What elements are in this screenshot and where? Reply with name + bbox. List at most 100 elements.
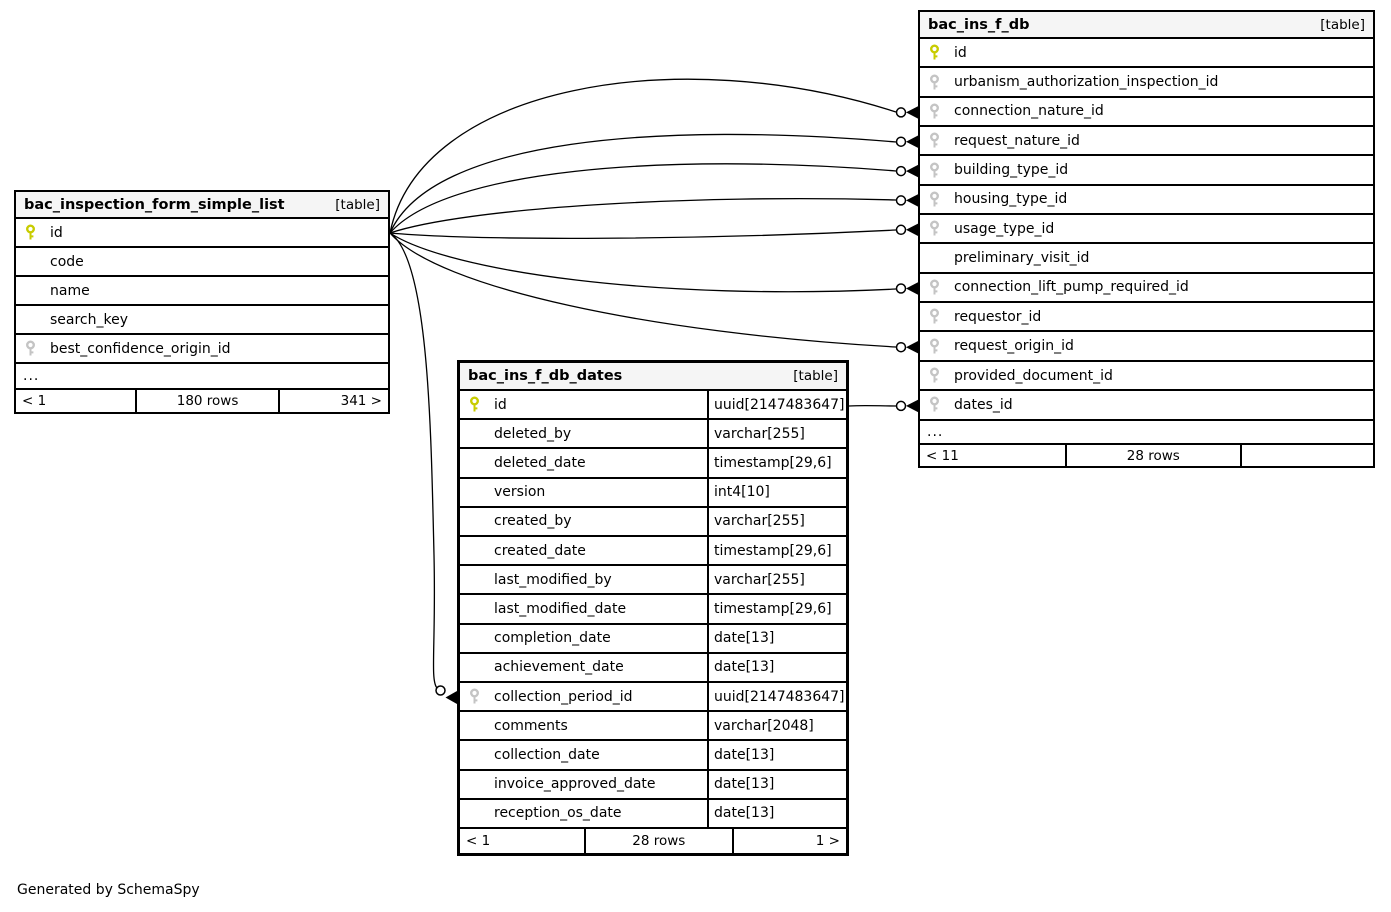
column-type: date[13] xyxy=(707,797,849,829)
column-row: id uuid[2147483647] xyxy=(460,389,849,421)
relationship-arrowhead xyxy=(906,399,918,413)
relationship-line xyxy=(389,133,897,234)
column-name: invoice_approved_date xyxy=(494,776,656,793)
relationship-arrowhead xyxy=(906,341,918,354)
column-name: completion_date xyxy=(494,630,611,647)
foreign-key-icon xyxy=(26,340,35,356)
relationship-arrowhead xyxy=(906,194,918,207)
relationship-endpoint-circle xyxy=(895,195,907,206)
footer-next-count xyxy=(1242,445,1373,467)
column-type: int4[10] xyxy=(707,476,849,508)
key-slot xyxy=(468,396,483,413)
key-slot xyxy=(928,279,943,296)
foreign-key-icon xyxy=(930,367,939,383)
relationship-arrowhead xyxy=(906,223,918,236)
key-slot xyxy=(928,308,943,325)
primary-key-icon xyxy=(26,224,35,240)
primary-key-icon xyxy=(470,396,479,412)
column-type: date[13] xyxy=(707,622,849,654)
key-slot xyxy=(928,74,943,91)
more-columns-row: ... xyxy=(920,421,1373,445)
relationship-arrowhead xyxy=(906,106,918,119)
footer-row-count: 28 rows xyxy=(1064,444,1242,467)
column-name: last_modified_by xyxy=(494,571,612,588)
key-slot xyxy=(468,746,483,763)
foreign-key-icon xyxy=(930,279,939,295)
key-slot xyxy=(468,630,483,647)
key-slot xyxy=(928,162,943,179)
relationship-endpoint-circle xyxy=(895,224,907,236)
column-row: urbanism_authorization_inspection_id xyxy=(920,68,1373,98)
table-title: bac_ins_f_db_dates xyxy=(468,368,623,384)
foreign-key-icon xyxy=(470,688,479,704)
column-type: varchar[255] xyxy=(707,418,849,450)
foreign-key-icon xyxy=(930,308,939,324)
footer-row-count: 28 rows xyxy=(583,829,735,853)
column-name: dates_id xyxy=(954,396,1013,413)
column-name: code xyxy=(50,253,84,270)
key-slot xyxy=(928,103,943,120)
relationship-line xyxy=(389,78,897,234)
relationship-line xyxy=(389,197,897,234)
foreign-key-icon xyxy=(930,338,939,354)
footer-prev-count: < 1 xyxy=(466,833,491,849)
column-type: timestamp[29,6] xyxy=(707,593,849,625)
column-type: uuid[2147483647] xyxy=(707,389,849,421)
column-name: collection_period_id xyxy=(494,688,633,705)
key-slot xyxy=(468,484,483,501)
column-name: best_confidence_origin_id xyxy=(50,340,231,357)
column-name: search_key xyxy=(50,311,129,328)
key-slot xyxy=(928,220,943,237)
column-type: date[13] xyxy=(707,651,849,683)
table-bac_inspection_form_simple_list[interactable]: bac_inspection_form_simple_list [table] id… xyxy=(14,190,390,414)
column-name: id xyxy=(954,44,967,61)
column-row: request_origin_id xyxy=(920,332,1373,362)
foreign-key-icon xyxy=(930,132,939,148)
footer-row-count: 180 rows xyxy=(135,390,281,412)
relationship-endpoint-circle xyxy=(895,136,907,147)
column-type: date[13] xyxy=(707,739,849,771)
column-row: building_type_id xyxy=(920,156,1373,186)
column-row: request_nature_id xyxy=(920,127,1373,157)
key-slot xyxy=(468,805,483,822)
table-type-badge: [table] xyxy=(335,196,380,213)
table-type-badge: [table] xyxy=(1320,16,1365,33)
key-slot xyxy=(24,282,39,299)
key-slot xyxy=(468,513,483,530)
key-slot xyxy=(928,132,943,149)
table-footer: < 1 180 rows 341 > xyxy=(16,390,388,412)
footer-prev-count: < 1 xyxy=(22,393,47,409)
table-bac_ins_f_db_dates[interactable]: bac_ins_f_db_dates [table] id uuid[21474836… xyxy=(457,360,849,856)
column-name: usage_type_id xyxy=(954,220,1055,237)
key-slot xyxy=(468,776,483,793)
relationship-endpoint-circle xyxy=(895,107,907,118)
table-type-badge: [table] xyxy=(793,368,838,384)
column-type: varchar[255] xyxy=(707,505,849,537)
column-name: request_origin_id xyxy=(954,338,1074,355)
column-name: provided_document_id xyxy=(954,367,1113,384)
foreign-key-icon xyxy=(930,74,939,90)
table-title: bac_inspection_form_simple_list xyxy=(24,196,285,213)
column-row: id xyxy=(16,219,388,248)
column-name: connection_lift_pump_required_id xyxy=(954,279,1189,296)
footer-prev-count: < 11 xyxy=(926,447,959,464)
relationship-line xyxy=(389,232,897,348)
column-name: comments xyxy=(494,717,568,734)
column-name: id xyxy=(494,396,507,413)
column-row: preliminary_visit_id xyxy=(920,244,1373,274)
primary-key-icon xyxy=(930,44,939,60)
column-type: varchar[255] xyxy=(707,564,849,596)
footer-next-count: 341 > xyxy=(340,393,382,409)
relationship-arrowhead xyxy=(906,164,918,178)
column-name: last_modified_date xyxy=(494,600,627,617)
column-name: created_date xyxy=(494,542,586,559)
key-slot xyxy=(468,688,483,705)
foreign-key-icon xyxy=(930,162,939,178)
relationship-arrowhead xyxy=(906,135,918,148)
